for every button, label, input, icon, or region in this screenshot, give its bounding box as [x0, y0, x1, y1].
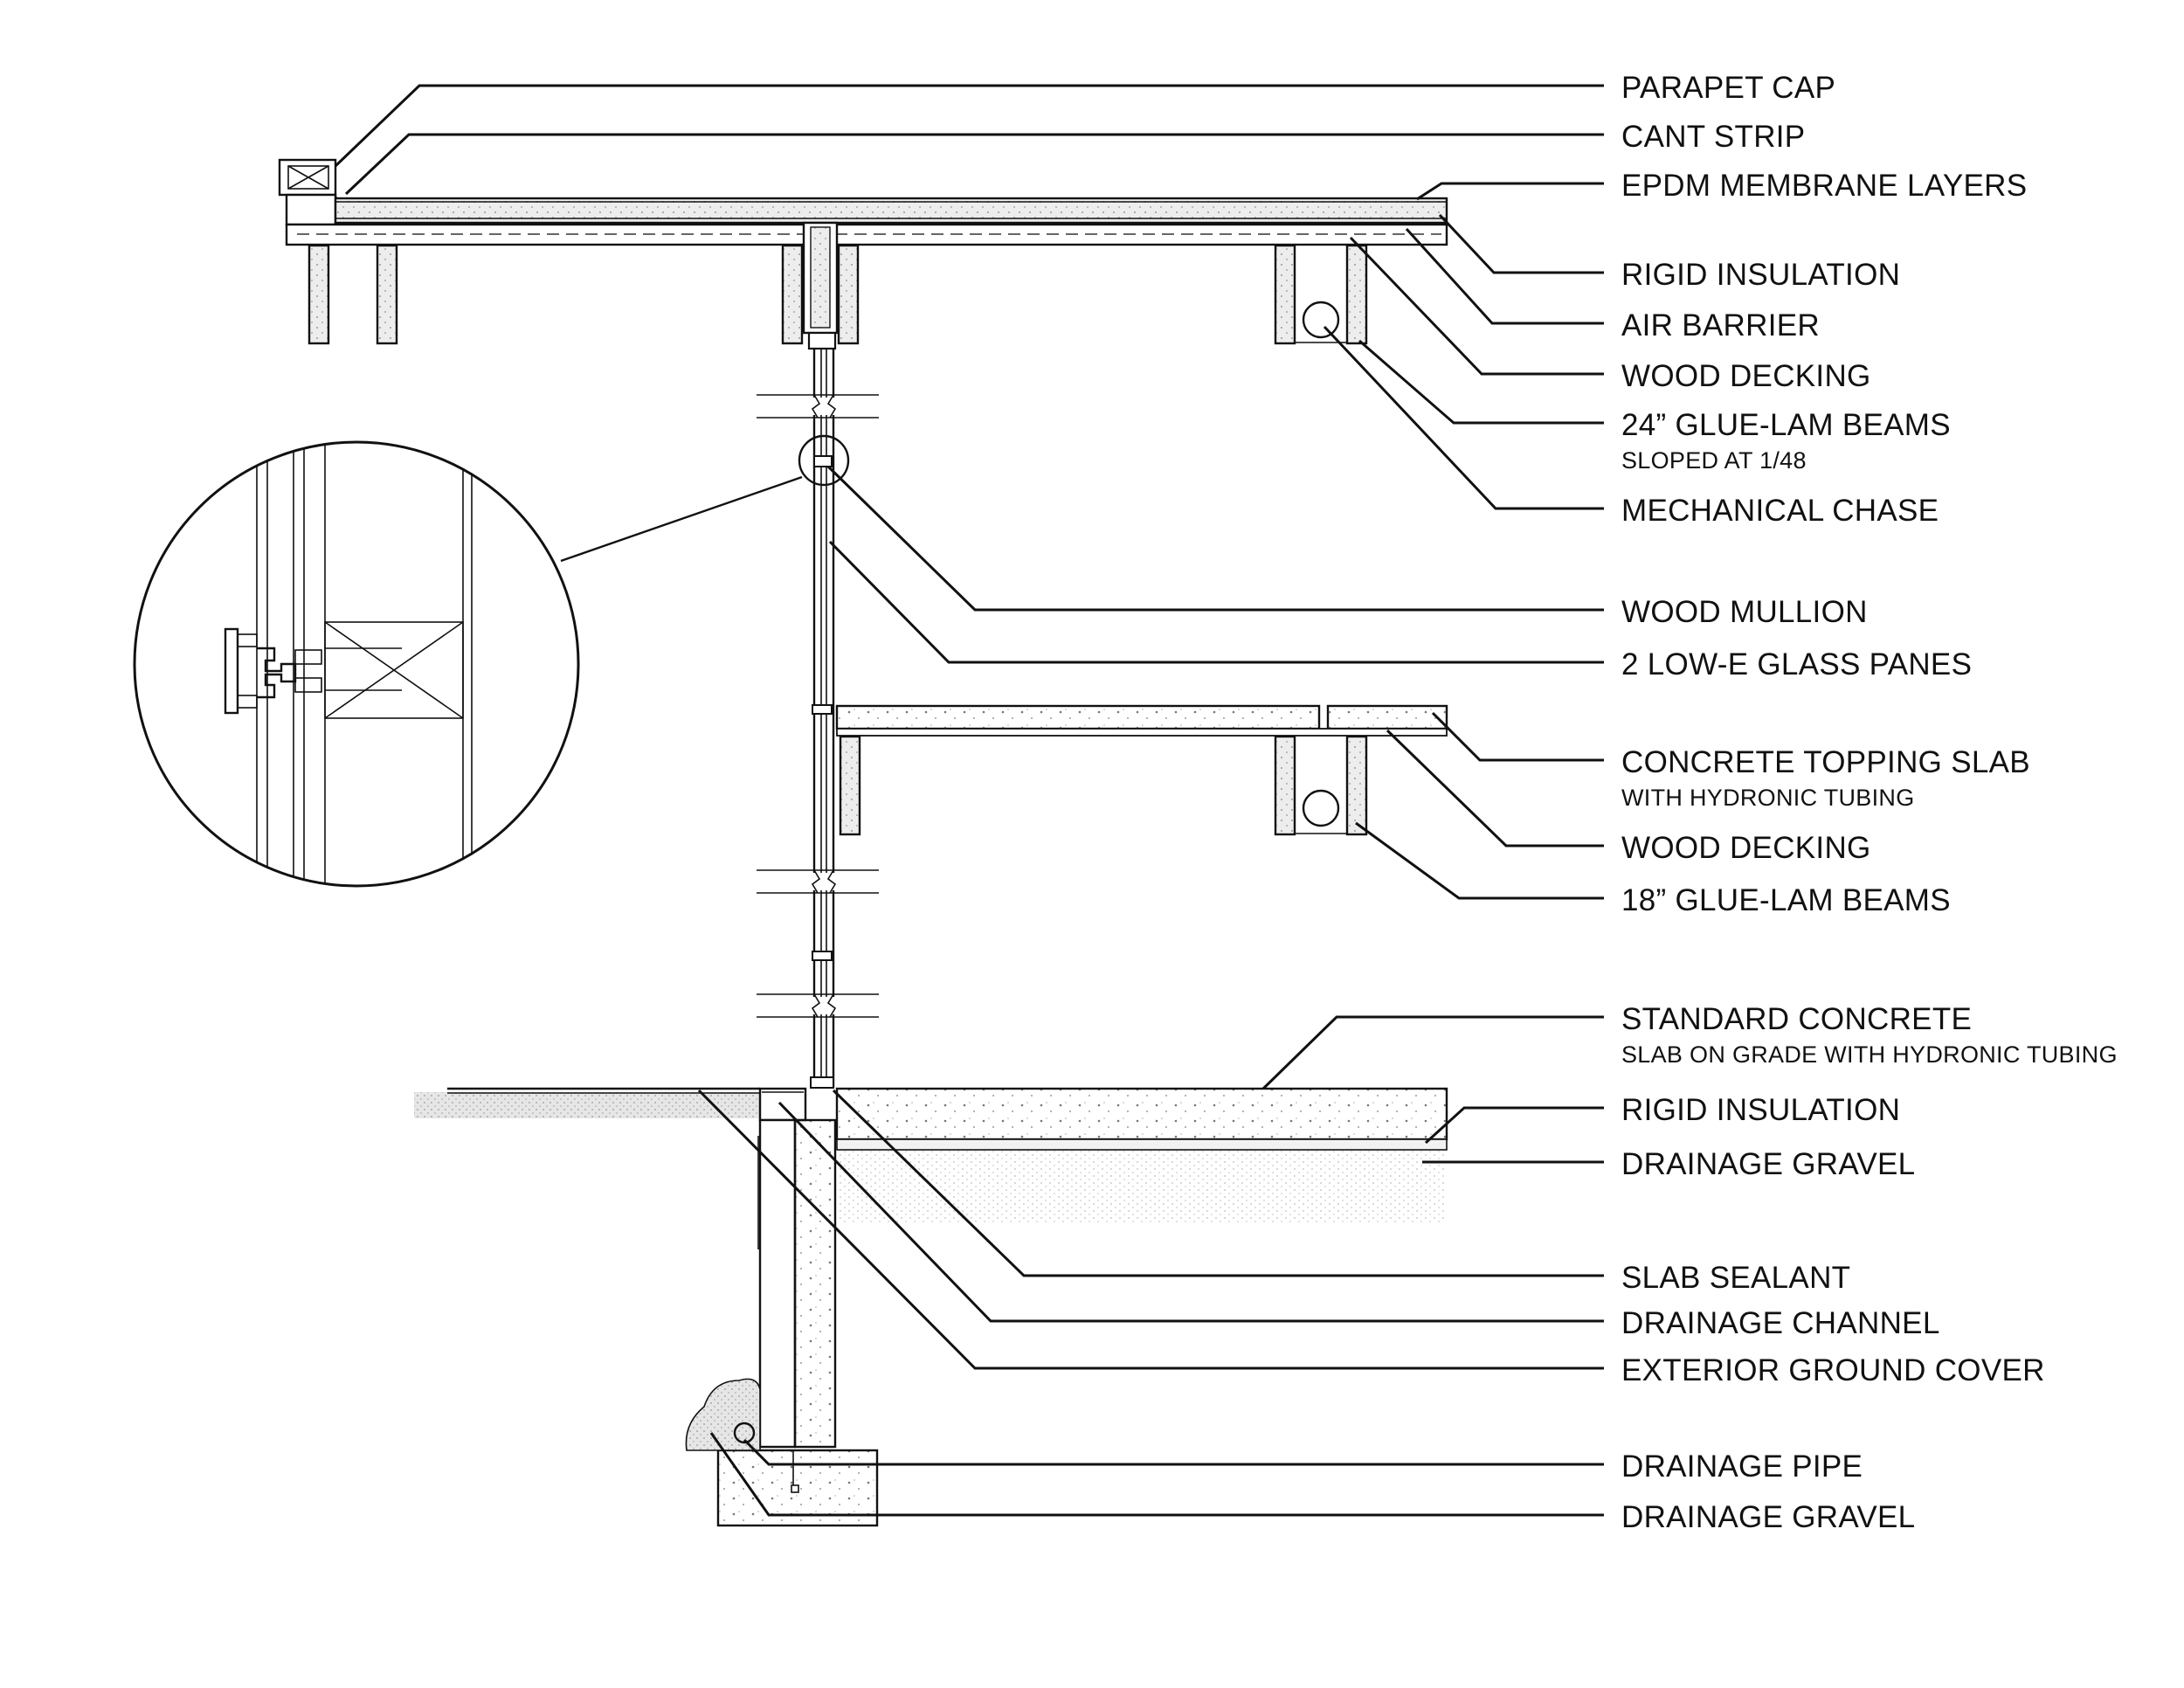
label-drainage-gravel-footing: DRAINAGE GRAVEL	[1621, 1500, 1915, 1534]
label-concrete-topping-slab: CONCRETE TOPPING SLAB	[1621, 745, 2030, 779]
label-air-barrier: AIR BARRIER	[1621, 308, 1820, 342]
roof-beam	[781, 244, 804, 345]
roof-beam	[308, 244, 330, 345]
floor-beam	[839, 735, 861, 836]
floor-beam	[1274, 735, 1296, 836]
slab-on-grade	[835, 1087, 1448, 1141]
label-drainage-gravel-slab: DRAINAGE GRAVEL	[1621, 1147, 1915, 1181]
label-rigid-insulation-slab: RIGID INSULATION	[1621, 1093, 1900, 1127]
detail-callout-marker	[798, 434, 850, 487]
footing-drainage-gravel	[685, 1378, 761, 1451]
sublabel-glue-lam-24: SLOPED AT 1/48	[1621, 447, 1807, 474]
label-drainage-channel: DRAINAGE CHANNEL	[1621, 1306, 1940, 1340]
label-standard-concrete: STANDARD CONCRETE	[1621, 1002, 1972, 1036]
leader-lines	[334, 84, 1604, 1517]
label-parapet-cap: PARAPET CAP	[1621, 71, 1835, 105]
labels: PARAPET CAP CANT STRIP EPDM MEMBRANE LAY…	[1621, 71, 2118, 1534]
roof-beam	[376, 244, 398, 345]
roof-beam	[837, 244, 860, 345]
label-wood-mullion: WOOD MULLION	[1621, 595, 1868, 629]
mechanical-chase-duct	[1302, 301, 1340, 339]
label-rigid-insulation-roof: RIGID INSULATION	[1621, 258, 1900, 292]
label-exterior-ground-cover: EXTERIOR GROUND COVER	[1621, 1353, 2045, 1387]
exterior-ground-fill	[414, 1092, 760, 1118]
label-wood-decking-floor: WOOD DECKING	[1621, 831, 1871, 865]
sublabel-concrete-topping-slab: WITH HYDRONIC TUBING	[1621, 785, 1915, 811]
label-slab-sealant: SLAB SEALANT	[1621, 1261, 1850, 1295]
label-wood-decking-roof: WOOD DECKING	[1621, 359, 1871, 393]
label-cant-strip: CANT STRIP	[1621, 120, 1805, 154]
floor-beam	[1345, 735, 1368, 836]
label-mechanical-chase: MECHANICAL CHASE	[1621, 494, 1939, 528]
foundation-assembly	[414, 1087, 1448, 1527]
label-drainage-pipe: DRAINAGE PIPE	[1621, 1449, 1863, 1484]
curtain-wall	[757, 349, 879, 1089]
drainage-pipe-shape	[733, 1422, 756, 1444]
mullion-detail-enlargement	[133, 440, 803, 888]
slab-rigid-insulation	[836, 1138, 1448, 1151]
floor-assembly	[835, 704, 1448, 836]
label-epdm-membrane-layers: EPDM MEMBRANE LAYERS	[1621, 169, 2027, 203]
label-glue-lam-24: 24” GLUE-LAM BEAMS	[1621, 408, 1951, 442]
label-glue-lam-18: 18” GLUE-LAM BEAMS	[1621, 883, 1951, 917]
roof-beam	[1345, 244, 1368, 345]
roof-assembly	[278, 158, 1448, 350]
foundation-wall	[793, 1118, 837, 1449]
slab-drainage-gravel	[837, 1150, 1447, 1223]
detail-leader	[560, 475, 803, 563]
sublabel-standard-concrete: SLAB ON GRADE WITH HYDRONIC TUBING	[1621, 1041, 2118, 1068]
label-low-e-glass: 2 LOW-E GLASS PANES	[1621, 647, 1972, 681]
roof-beam	[1274, 244, 1296, 345]
